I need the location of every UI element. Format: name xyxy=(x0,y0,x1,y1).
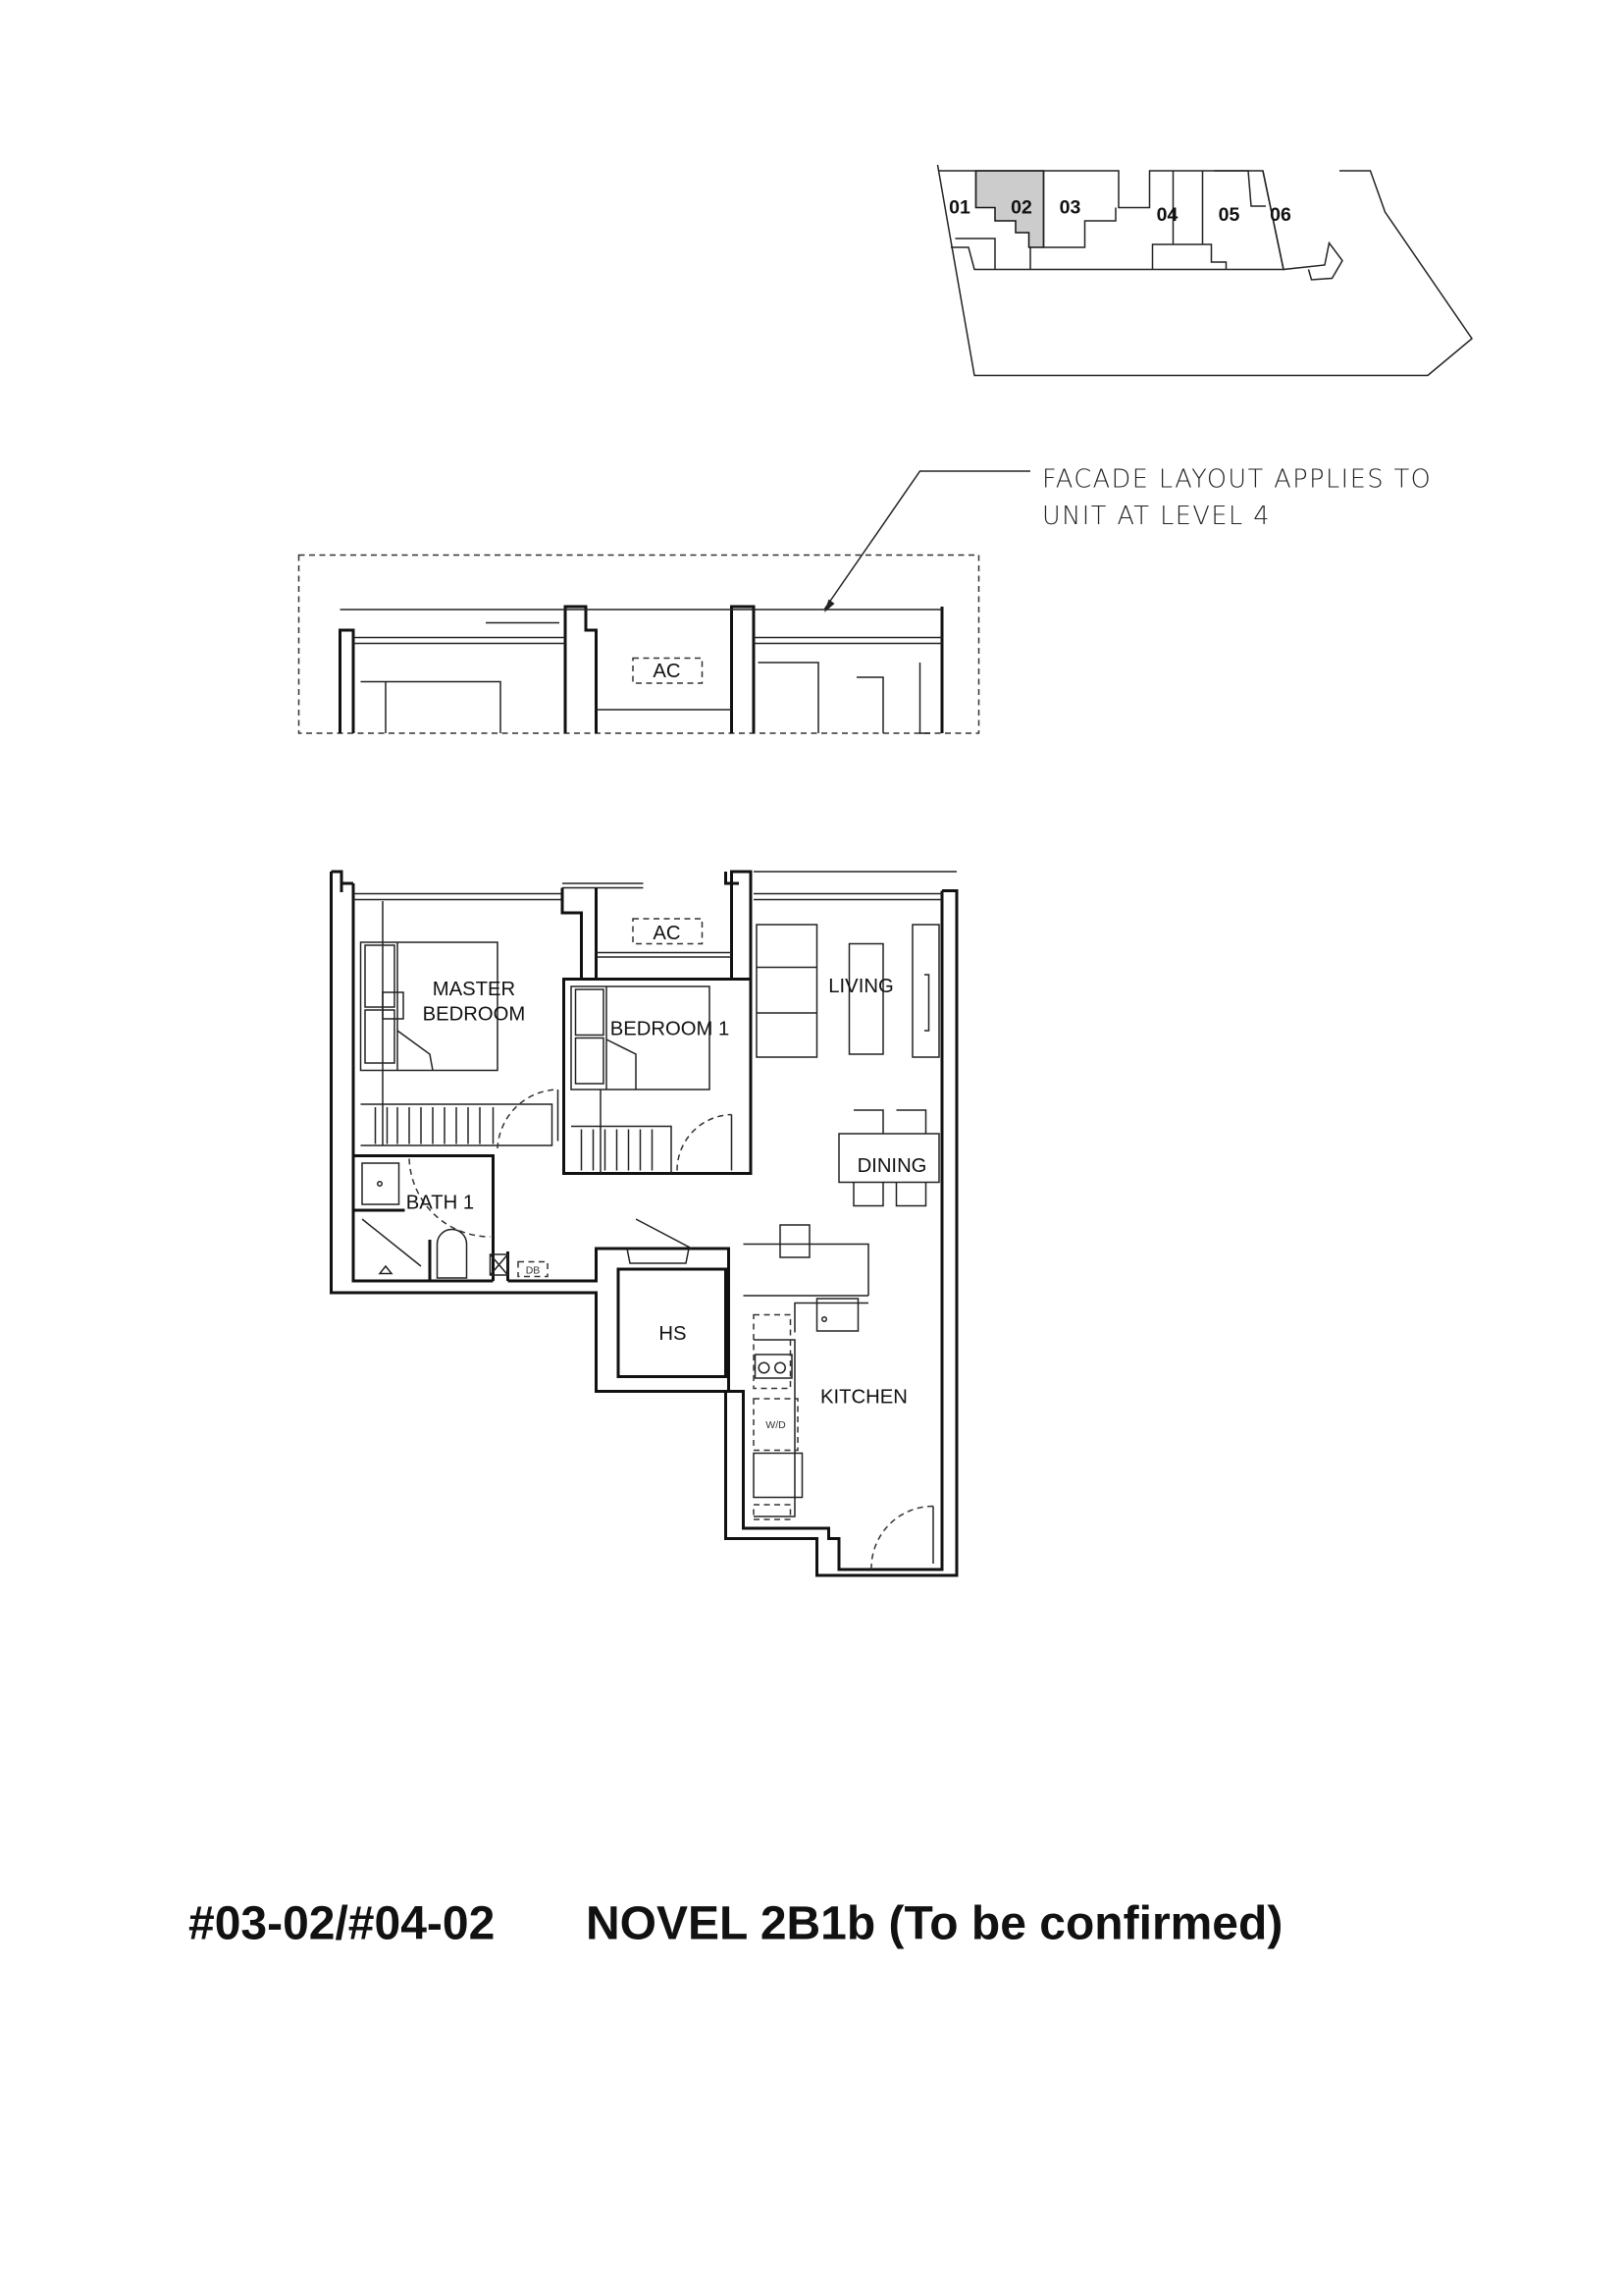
exterior-wall xyxy=(330,872,959,1577)
unit-numbers: #03-02/#04-02 xyxy=(188,1898,495,1950)
facade-section: AC xyxy=(297,554,980,734)
key-plan-unit-01: 01 xyxy=(949,197,970,219)
key-plan-unit-05: 05 xyxy=(1219,204,1240,226)
key-plan-unit-06: 06 xyxy=(1270,204,1291,226)
db-label: DB xyxy=(526,1265,541,1277)
kitchen-label: KITCHEN xyxy=(820,1387,908,1409)
unit-type: NOVEL 2B1b (To be confirmed) xyxy=(586,1898,1283,1950)
facade-note: FACADE LAYOUT APPLIES TO UNIT AT LEVEL 4 xyxy=(823,465,1432,612)
key-plan-unit-02: 02 xyxy=(1011,197,1032,219)
hs-label: HS xyxy=(658,1323,686,1345)
key-plan-unit-04: 04 xyxy=(1157,204,1179,226)
dining-label: DINING xyxy=(858,1155,927,1177)
bedroom1-label: BEDROOM 1 xyxy=(610,1019,730,1040)
key-plan-unit-03: 03 xyxy=(1060,197,1081,219)
facade-ac-label: AC xyxy=(653,661,680,682)
facade-note-line2: UNIT AT LEVEL 4 xyxy=(1042,502,1271,531)
floor-plan: DB MASTER BEDROOM BEDROOM 1 AC LIVING DI… xyxy=(330,870,959,1577)
wd-label: W/D xyxy=(765,1419,786,1431)
bath1-label: BATH 1 xyxy=(406,1193,474,1214)
key-plan: 01 02 03 04 05 06 xyxy=(936,164,1474,377)
master-bedroom-label-2: BEDROOM xyxy=(423,1004,526,1026)
ac-label: AC xyxy=(653,923,680,944)
key-plan-unit-02-highlight xyxy=(974,170,1045,248)
master-bedroom-label-1: MASTER xyxy=(433,979,515,1000)
facade-note-line1: FACADE LAYOUT APPLIES TO xyxy=(1042,465,1432,495)
living-label: LIVING xyxy=(828,976,893,997)
